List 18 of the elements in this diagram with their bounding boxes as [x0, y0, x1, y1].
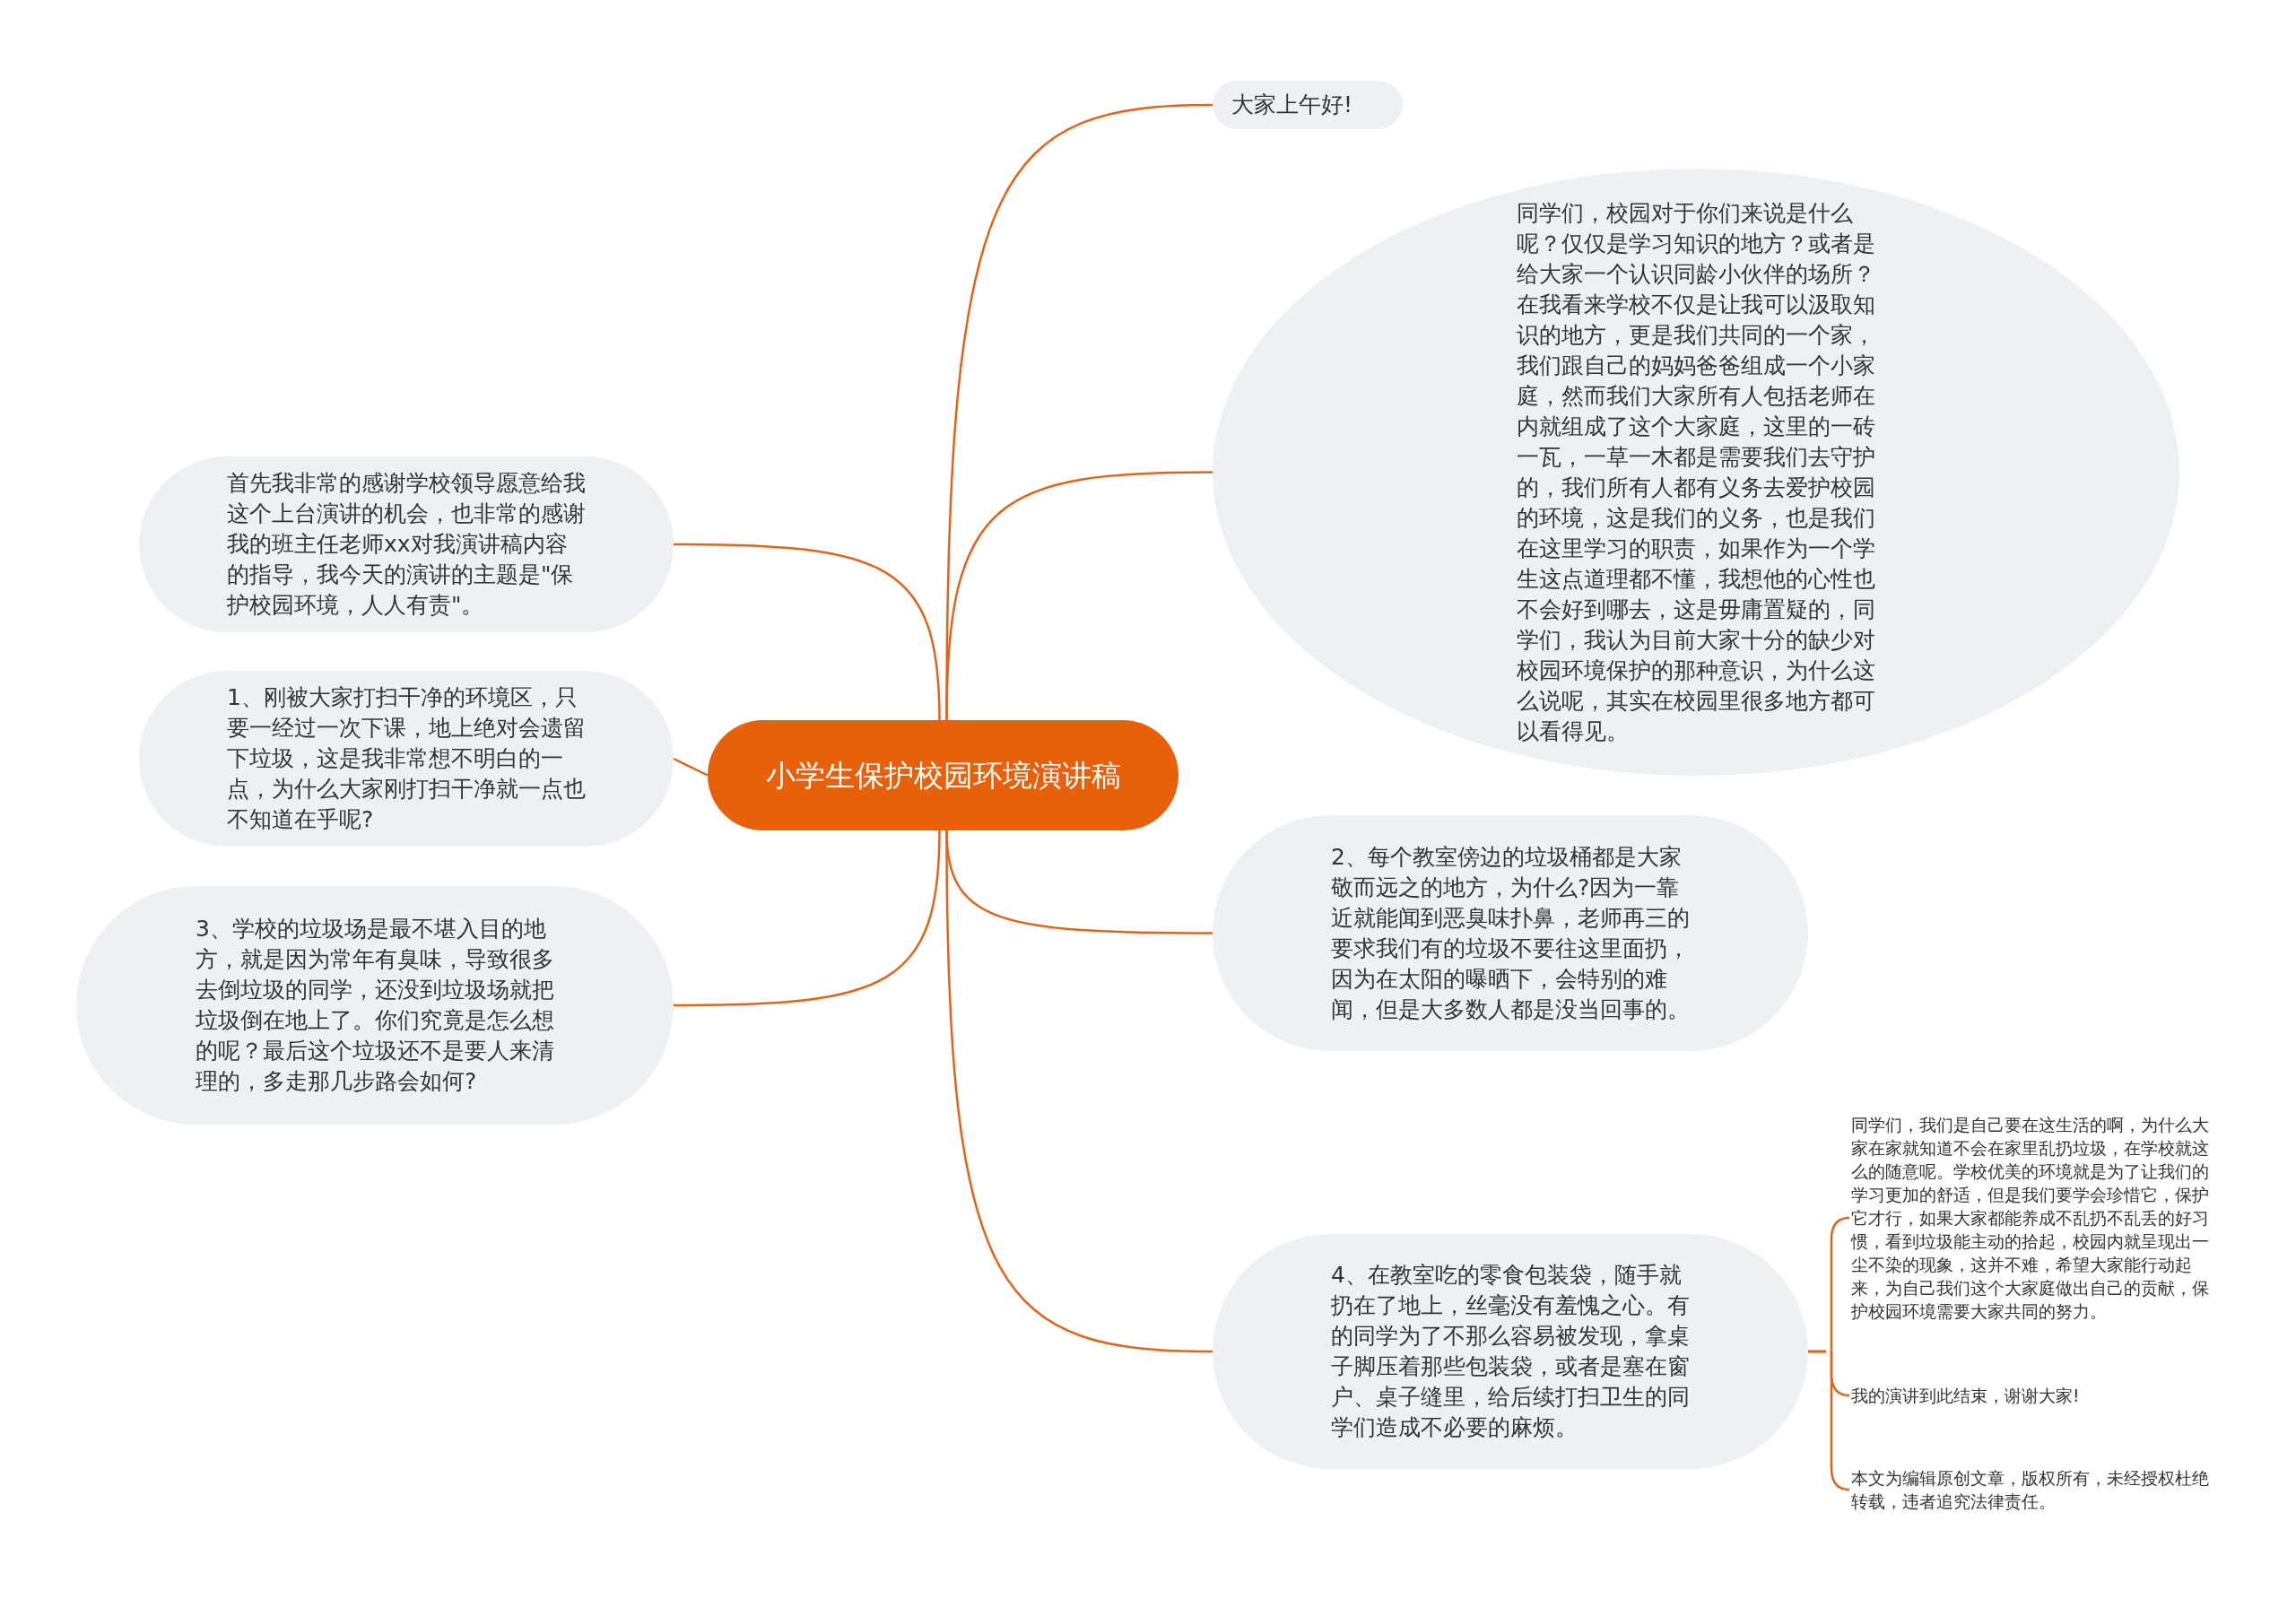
topic-text: 3、学校的垃圾场是最不堪入目的地方，就是因为常年有臭味，导致很多去倒垃圾的同学，还没到垃圾场就把垃圾倒在地上了。你们究竟是怎么想的呢？最后这个垃圾还不是要人来清理的，多走那几步路会如何? [196, 915, 554, 1096]
topic-text: 1、刚被大家打扫干净的环境区，只要一经过一次下课，地上绝对会遗留下垃圾，这是我非常想不明白的一点，为什么大家刚打扫干净就一点也不知道在乎呢? [227, 683, 586, 834]
connector-line [674, 543, 941, 721]
note-text: 我的演讲到此结束，谢谢大家! [1851, 1385, 2081, 1407]
connector-line [945, 830, 1213, 1353]
connector-line [673, 757, 709, 777]
topic-text: 首先我非常的感谢学校领导愿意给我这个上台演讲的机会，也非常的感谢我的班主任老师xx对我演讲稿内容的指导，我今天的演讲的主题是"保护校园环境，人人有责"。 [227, 469, 586, 620]
connector-line [1806, 1350, 1851, 1491]
topic-text: 2、每个教室傍边的垃圾桶都是大家敬而远之的地方，为什么?因为一靠近就能闻到恶臭味扑鼻，老师再三的要求我们有的垃圾不要往这里面扔，因为在太阳的曝晒下，会特别的难闻，但是大多数人都是没当回事的。 [1331, 842, 1690, 1024]
topic-text: 小学生保护校园环境演讲稿 [764, 756, 1122, 795]
note-text: 本文为编辑原创文章，版权所有，未经授权杜绝转载，违者追究法律责任。 [1851, 1467, 2210, 1513]
connector-line [674, 830, 941, 1007]
topic-bubble [1213, 81, 1403, 129]
topic-text: 4、在教室吃的零食包装袋，随手就扔在了地上，丝毫没有羞愧之心。有的同学为了不那么容易被发现，拿桌子脚压着那些包装袋，或者是塞在窗户、桌子缝里，给后续打扫卫生的同学们造成不必要的麻烦。 [1331, 1261, 1690, 1442]
note-text: 同学们，我们是自己要在这生活的啊，为什么大家在家就知道不会在家里乱扔垃圾，在学校就这么的随意呢。学校优美的环境就是为了让我们的学习更加的舒适，但是我们要学会珍惜它，保护它才行，如果大家都能养成不乱扔不乱丢的好习惯，看到垃圾能主动的拾起，校园内就呈现出一尘不染的现象，这并不难，希望大家能行动起来，为自己我们这个大家庭做出自己的贡献，保护校园环境需要大家共同的努力。 [1851, 1114, 2210, 1323]
topic-text: 大家上午好! [1231, 91, 1354, 119]
connector-line [945, 471, 1213, 721]
topic-text: 同学们，校园对于你们来说是什么呢？仅仅是学习知识的地方？或者是给大家一个认识同龄小伙伴的场所？在我看来学校不仅是让我可以汲取知识的地方，更是我们共同的一个家，我们跟自己的妈妈爸爸组成一个小家庭，然而我们大家所有人包括老师在内就组成了这个大家庭，这里的一砖一瓦，一草一木都是需要我们去守护的，我们所有人都有义务去爱护校园的环境，这是我们的义务，也是我们在这里学习的职责，如果作为一个学生这点道理都不懂，我想他的心性也不会好到哪去，这是毋庸置疑的，同学们，我认为目前大家十分的缺少对校园环境保护的那种意识，为什么这么说呢，其实在校园里很多地方都可以看得见。 [1517, 198, 1875, 746]
